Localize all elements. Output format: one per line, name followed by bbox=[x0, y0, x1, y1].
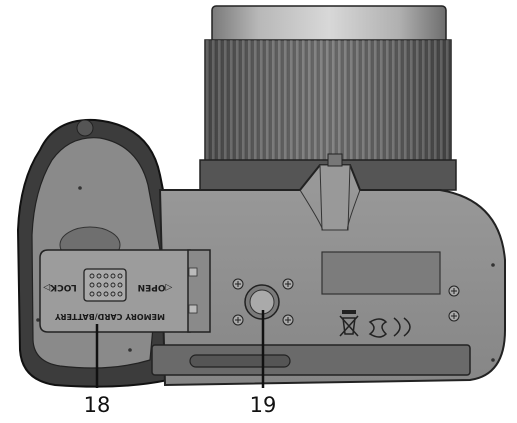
weee-bin-icon bbox=[339, 310, 359, 337]
screw bbox=[448, 310, 460, 322]
screw bbox=[232, 314, 244, 326]
screw bbox=[448, 285, 460, 297]
callout-label-18: 18 bbox=[84, 393, 111, 417]
screw bbox=[282, 278, 294, 290]
callout-leaders bbox=[95, 310, 265, 388]
camera-body bbox=[151, 153, 506, 387]
callout-label-19: 19 bbox=[250, 393, 277, 417]
door-lock-label: LOCK▷ bbox=[43, 282, 77, 292]
door-open-label: ◁OPEN bbox=[138, 282, 173, 292]
tripod-socket bbox=[244, 284, 280, 320]
screw bbox=[282, 314, 294, 326]
door-lock-switch[interactable] bbox=[83, 268, 127, 302]
screw bbox=[232, 278, 244, 290]
plate-screws bbox=[232, 278, 460, 326]
memory-card-battery-door: LOCK▷ ◁OPEN MEMORY CARD/BATTERY bbox=[39, 249, 211, 333]
door-memory-battery-label: MEMORY CARD/BATTERY bbox=[55, 312, 165, 321]
lens-barrel bbox=[199, 5, 457, 191]
certification-mark-icon bbox=[368, 317, 411, 338]
